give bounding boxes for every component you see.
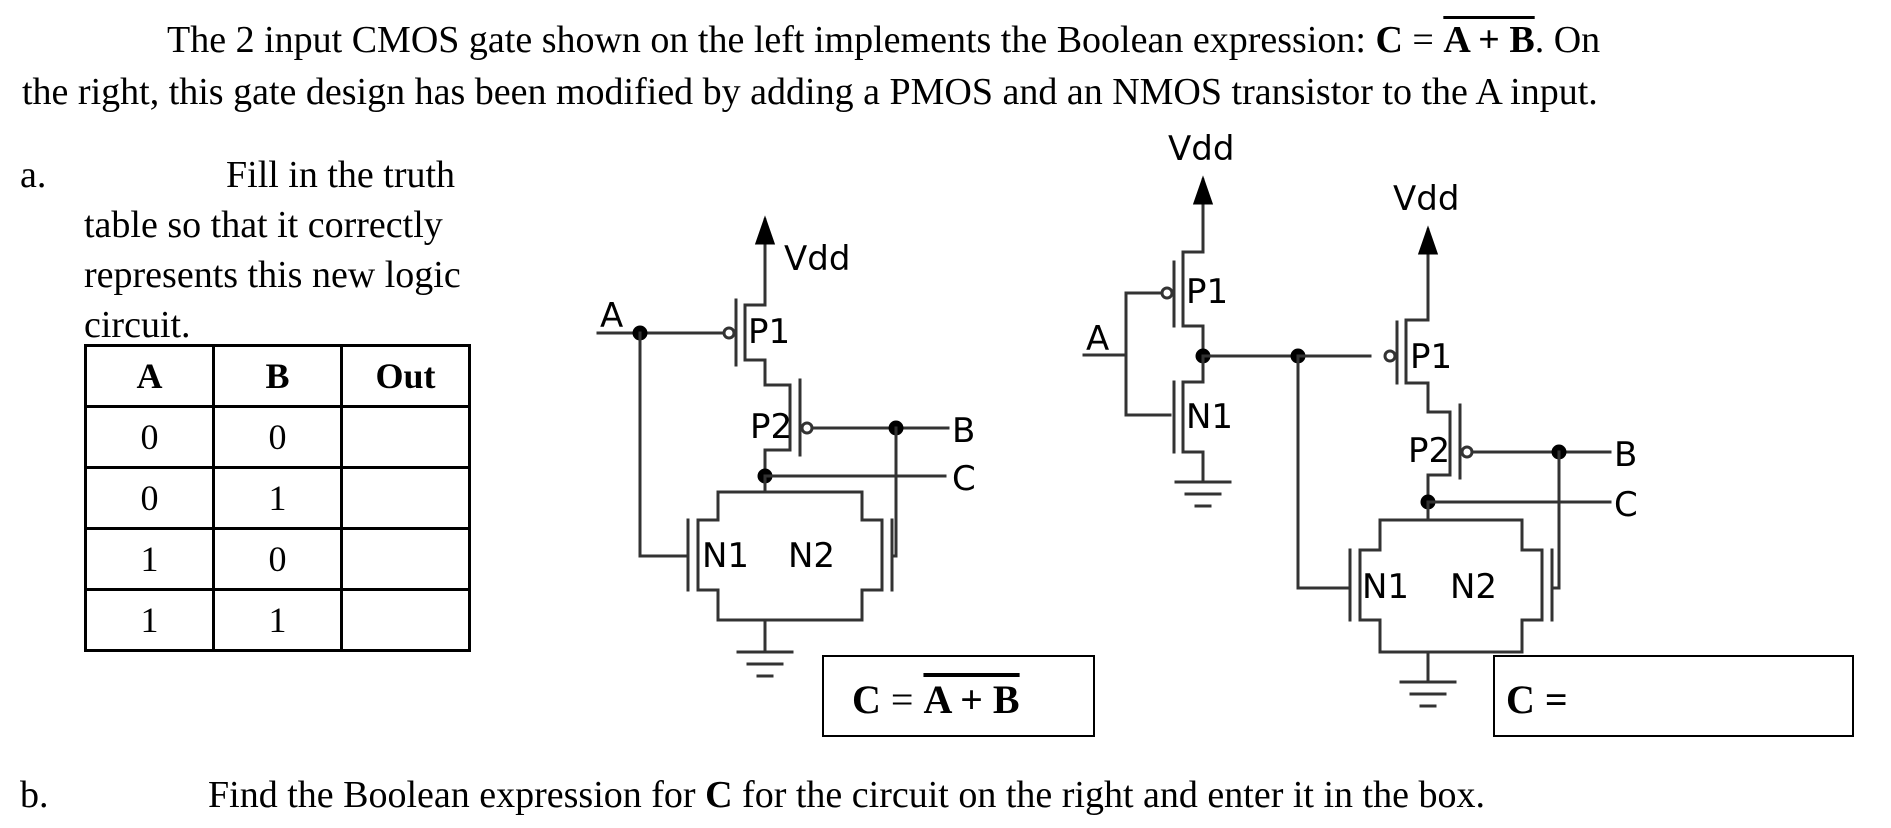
p1-channel bbox=[743, 283, 767, 380]
ground-icon bbox=[736, 650, 794, 678]
part-b-post: for the circuit on the right and enter i… bbox=[732, 774, 1485, 816]
inv-n1-channel bbox=[1181, 354, 1205, 484]
left-box-eq: = bbox=[880, 677, 924, 722]
n2-label: N2 bbox=[788, 536, 835, 576]
right-inverter: Vdd P1 A N1 bbox=[1082, 129, 1372, 508]
n1-label: N1 bbox=[1362, 567, 1409, 607]
cell-out[interactable] bbox=[340, 405, 471, 469]
part-b-text: Find the Boolean expression for C for th… bbox=[208, 770, 1485, 820]
p2-channel bbox=[1426, 401, 1452, 502]
cell-a: 0 bbox=[84, 405, 215, 469]
right-answer-box[interactable] bbox=[1493, 655, 1854, 737]
expr-eq: = bbox=[1402, 19, 1444, 61]
input-a-label: A bbox=[600, 296, 623, 336]
p2-label: P2 bbox=[1408, 431, 1450, 471]
inv-to-n1-wire bbox=[1296, 354, 1352, 590]
right-answer-label: C = bbox=[1506, 677, 1568, 722]
cell-out[interactable] bbox=[340, 588, 471, 652]
a-to-n1-wire bbox=[638, 331, 690, 558]
input-b-label: B bbox=[952, 411, 975, 451]
expr-rhs: A + B bbox=[1443, 19, 1535, 61]
header-a: A bbox=[84, 344, 215, 408]
vdd-label: Vdd bbox=[784, 239, 850, 279]
part-a-marker: a. bbox=[20, 154, 47, 196]
cell-b: 1 bbox=[212, 466, 343, 530]
cell-a: 1 bbox=[84, 527, 215, 591]
vdd-gate-label: Vdd bbox=[1393, 179, 1459, 219]
input-b-label: B bbox=[1614, 435, 1637, 475]
header-out: Out bbox=[340, 344, 471, 408]
b-to-n2-wire bbox=[890, 426, 898, 558]
table-row: 0 0 bbox=[84, 405, 471, 469]
n1-channel bbox=[1358, 518, 1382, 654]
output-c-label: C bbox=[1614, 485, 1638, 525]
part-b-marker: b. bbox=[20, 774, 49, 816]
cell-a: 1 bbox=[84, 588, 215, 652]
b-to-n2-wire bbox=[1550, 450, 1561, 590]
intro-line-2: the right, this gate design has been mod… bbox=[22, 71, 1598, 113]
table-row: 1 1 bbox=[84, 588, 471, 652]
intro-line-1: The 2 input CMOS gate shown on the left … bbox=[167, 15, 1600, 65]
part-a-line-4: circuit. bbox=[84, 304, 191, 346]
ground-icon bbox=[1399, 680, 1457, 708]
cell-a: 0 bbox=[84, 466, 215, 530]
cell-b: 0 bbox=[212, 527, 343, 591]
p1-label: P1 bbox=[748, 312, 790, 352]
inv-p1-label: P1 bbox=[1186, 272, 1228, 312]
left-box-c: C bbox=[852, 677, 881, 722]
cell-out[interactable] bbox=[340, 527, 471, 591]
ground-icon bbox=[1174, 480, 1232, 508]
n2-label: N2 bbox=[1450, 567, 1497, 607]
left-expression-box bbox=[822, 655, 1095, 737]
cell-b: 1 bbox=[212, 588, 343, 652]
n2-channel bbox=[860, 490, 884, 622]
truth-table-header: A B Out bbox=[84, 344, 471, 408]
vdd-arrow-icon bbox=[1417, 225, 1439, 255]
table-row: 1 0 bbox=[84, 527, 471, 591]
intro-text: The 2 input CMOS gate shown on the left … bbox=[167, 19, 1376, 61]
left-circuit: Vdd P1 A P2 B C N1 N2 bbox=[596, 215, 976, 678]
inv-n1-label: N1 bbox=[1186, 397, 1233, 437]
vdd-arrow-icon bbox=[754, 215, 776, 245]
output-c-label: C bbox=[952, 459, 976, 499]
vdd-inv-label: Vdd bbox=[1168, 129, 1234, 169]
expr-c: C bbox=[1375, 19, 1403, 61]
part-b-pre: Find the Boolean expression for bbox=[208, 774, 706, 816]
p2-label: P2 bbox=[750, 407, 792, 447]
truth-table: A B Out 0 0 0 1 1 0 1 1 bbox=[84, 344, 471, 652]
p2-channel bbox=[763, 376, 792, 474]
part-a-line-2: table so that it correctly bbox=[84, 204, 443, 246]
right-gate: Vdd P1 P2 B C N1 N2 bbox=[1296, 179, 1638, 708]
p1-label: P1 bbox=[1410, 337, 1452, 377]
vdd-arrow-icon bbox=[1192, 175, 1214, 205]
table-row: 0 1 bbox=[84, 466, 471, 530]
left-box-rhs: A + B bbox=[923, 677, 1020, 722]
n1-label: N1 bbox=[702, 536, 749, 576]
part-a-line-1: Fill in the truth bbox=[226, 154, 456, 196]
p1-bubble-icon bbox=[1383, 349, 1397, 363]
inv-p1-channel bbox=[1181, 238, 1205, 358]
left-expression: C = A + B bbox=[852, 676, 1020, 723]
cell-out[interactable] bbox=[340, 466, 471, 530]
input-a-label: A bbox=[1086, 319, 1109, 359]
header-b: B bbox=[212, 344, 343, 408]
cell-b: 0 bbox=[212, 405, 343, 469]
n2-channel bbox=[1520, 518, 1544, 654]
p1-channel bbox=[1404, 288, 1430, 405]
part-b-c: C bbox=[705, 774, 733, 816]
n1-channel bbox=[696, 490, 720, 622]
intro-text-end: . On bbox=[1534, 19, 1601, 61]
part-a-line-3: represents this new logic bbox=[84, 254, 461, 296]
inv-gate-wire bbox=[1124, 291, 1172, 417]
